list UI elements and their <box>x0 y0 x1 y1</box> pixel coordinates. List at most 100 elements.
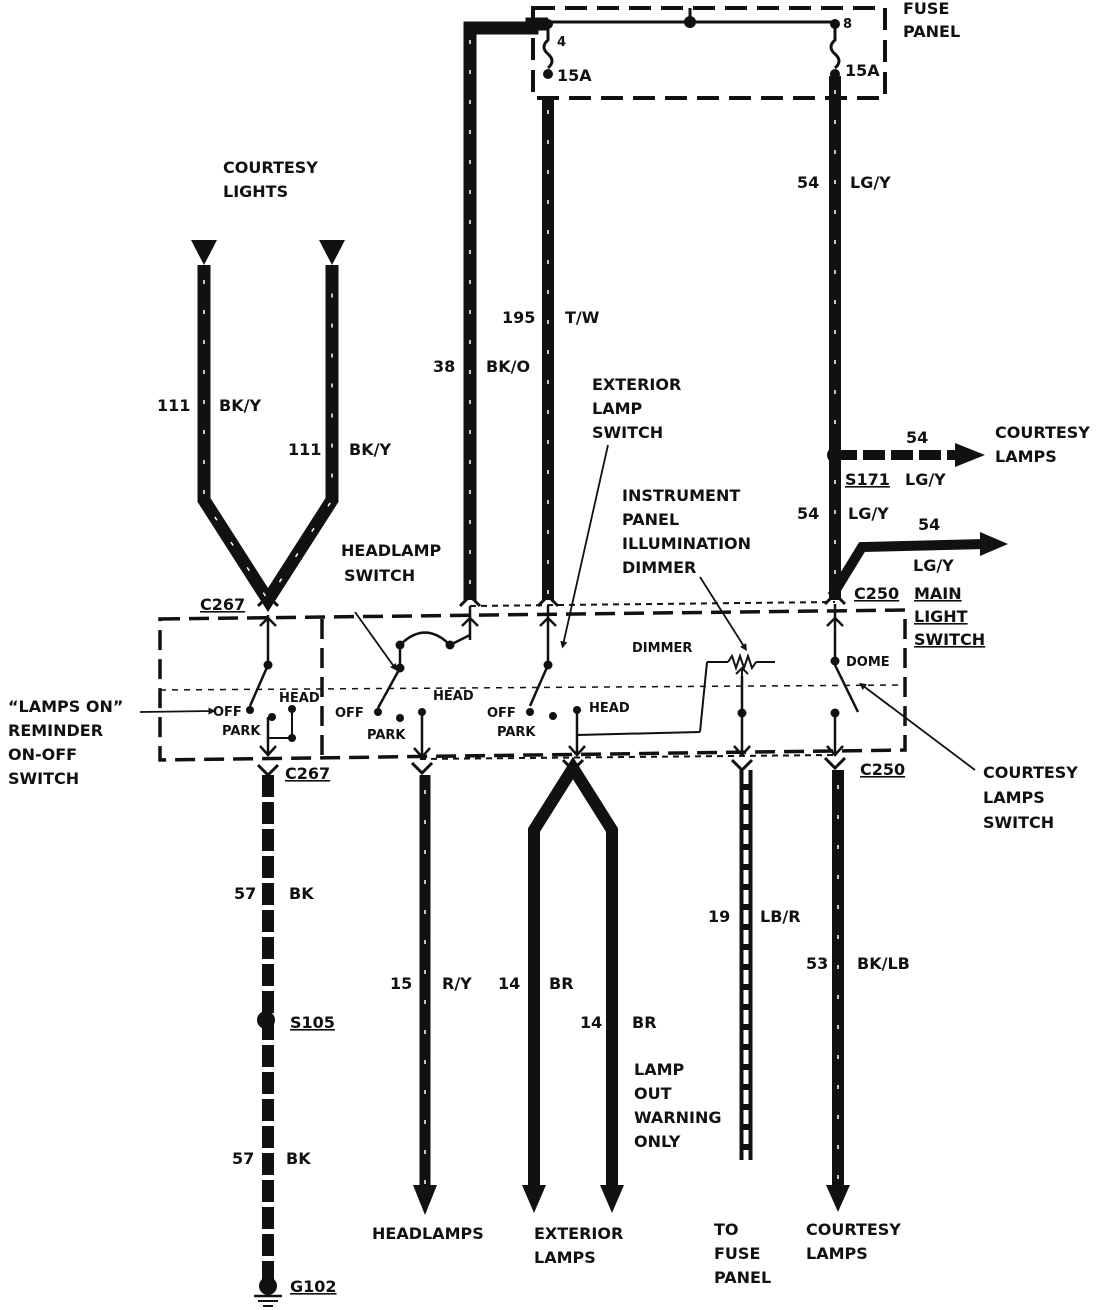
arrow-courtesy-light-right <box>319 240 345 265</box>
courtesy-lamps-switch-label-3: SWITCH <box>983 813 1054 832</box>
wire-111-right-number: 111 <box>288 440 321 459</box>
wire-54-c250-color: LG/Y <box>913 556 954 575</box>
main-light-switch-label-3: SWITCH <box>914 630 985 649</box>
pointer-lines <box>139 444 976 771</box>
fuse-panel-title-1: FUSE <box>903 0 949 18</box>
dest-courtesy-lamps-label-1: COURTESY <box>806 1220 901 1239</box>
splice-s105-label: S105 <box>290 1013 335 1032</box>
connector-c267-bottom-label: C267 <box>285 764 330 783</box>
lamps-on-reminder-label-2: REMINDER <box>8 721 103 740</box>
headlamp-park-label: PARK <box>367 728 406 743</box>
exterior-park-label: PARK <box>497 725 536 740</box>
wire-54-mid-color: LG/Y <box>848 504 889 523</box>
lamp-out-warning-label-3: WARNING <box>634 1108 722 1127</box>
wire-57-top-color: BK <box>289 884 314 903</box>
arrow-exterior-lamps-left <box>522 1185 546 1213</box>
ground-g102-label: G102 <box>290 1277 337 1296</box>
fuse-right-number: 8 <box>843 17 852 32</box>
dome-label: DOME <box>846 655 890 670</box>
main-light-switch-assembly <box>158 591 907 778</box>
wire-54-s171-color: LG/Y <box>905 470 946 489</box>
wire-19-color: LB/R <box>760 907 801 926</box>
dest-exterior-lamps-label-1: EXTERIOR <box>534 1224 623 1243</box>
main-light-switch-label-1: MAIN <box>914 584 962 603</box>
wire-111-left-color: BK/Y <box>219 396 261 415</box>
arrow-courtesy-lamps-bottom <box>826 1185 850 1212</box>
dest-exterior-lamps-label-2: LAMPS <box>534 1248 596 1267</box>
dest-headlamps-label: HEADLAMPS <box>372 1224 484 1243</box>
wire-54-s171-number: 54 <box>906 428 928 447</box>
lamps-on-reminder-label-4: SWITCH <box>8 769 79 788</box>
connector-c267-top-label: C267 <box>200 595 245 614</box>
headlamp-switch-label-2: SWITCH <box>344 566 415 585</box>
instrument-dimmer-label-3: ILLUMINATION <box>622 534 751 553</box>
instrument-dimmer-label-4: DIMMER <box>622 558 696 577</box>
courtesy-lamps-switch-label-1: COURTESY <box>983 763 1078 782</box>
fuse-panel: FUSE PANEL 4 15A 8 15A <box>531 0 960 100</box>
wire-14-right-color: BR <box>632 1013 657 1032</box>
wire-53-color: BK/LB <box>857 954 910 973</box>
splice-s105 <box>257 1011 275 1029</box>
wire-15-number: 15 <box>390 974 412 993</box>
wire-54-mid-number: 54 <box>797 504 819 523</box>
courtesy-lamps-s171-label-1: COURTESY <box>995 423 1090 442</box>
wire-53-number: 53 <box>806 954 828 973</box>
dest-courtesy-lamps-label-2: LAMPS <box>806 1244 868 1263</box>
exterior-head-label: HEAD <box>589 701 630 716</box>
dimmer-resistor <box>727 652 757 672</box>
wire-195-number: 195 <box>502 308 535 327</box>
connector-c250-top-label: C250 <box>854 584 899 603</box>
exterior-lamp-switch-label-2: LAMP <box>592 399 643 418</box>
wire-38-color: BK/O <box>486 357 530 376</box>
wire-111-pair <box>197 265 339 613</box>
courtesy-lamps-s171-label-2: LAMPS <box>995 447 1057 466</box>
headlamp-switch-label-1: HEADLAMP <box>341 541 441 560</box>
wire-111-right-color: BK/Y <box>349 440 391 459</box>
wire-15-color: R/Y <box>442 974 472 993</box>
wire-57-bottom-number: 57 <box>232 1149 254 1168</box>
reminder-park-label: PARK <box>222 724 261 739</box>
dimmer-label: DIMMER <box>632 641 692 656</box>
arrow-exterior-lamps-right <box>600 1185 624 1213</box>
splice-s171-label: S171 <box>845 470 890 489</box>
fuse-8-symbol <box>829 26 841 70</box>
lamp-out-warning-label-2: OUT <box>634 1084 672 1103</box>
lamps-on-reminder-label-3: ON-OFF <box>8 745 77 764</box>
fuse-left-rating: 15A <box>557 66 592 85</box>
courtesy-lights-label-2: LIGHTS <box>223 182 288 201</box>
wire-14-pair <box>528 756 618 1190</box>
fuse-right-rating: 15A <box>845 61 880 80</box>
dest-fuse-panel-label-1: TO <box>714 1220 739 1239</box>
instrument-dimmer-label-1: INSTRUMENT <box>622 486 740 505</box>
reminder-off-label: OFF <box>213 705 242 720</box>
wire-54-top-color: LG/Y <box>850 173 891 192</box>
headlamp-off-label: OFF <box>335 706 364 721</box>
wire-19-number: 19 <box>708 907 730 926</box>
courtesy-lights-label-1: COURTESY <box>223 158 318 177</box>
connector-c250-bottom-label: C250 <box>860 760 905 779</box>
dest-fuse-panel-label-3: PANEL <box>714 1268 771 1287</box>
lamps-on-reminder-label-1: “LAMPS ON” <box>8 697 123 716</box>
wire-14-left-number: 14 <box>498 974 520 993</box>
arrow-courtesy-lamps-s171 <box>955 443 985 467</box>
arrow-headlamps <box>413 1185 437 1215</box>
fuse-left-number: 4 <box>557 35 566 50</box>
ground-g102-icon <box>254 1277 282 1307</box>
wire-54-c250-number: 54 <box>918 515 940 534</box>
wire-14-right-number: 14 <box>580 1013 602 1032</box>
headlamp-head-label: HEAD <box>433 689 474 704</box>
main-light-switch-label-2: LIGHT <box>914 607 968 626</box>
exterior-lamp-switch-label-1: EXTERIOR <box>592 375 681 394</box>
wire-38-number: 38 <box>433 357 455 376</box>
wire-57-bottom-color: BK <box>286 1149 311 1168</box>
fuse-panel-title-2: PANEL <box>903 22 960 41</box>
courtesy-lamps-switch-label-2: LAMPS <box>983 788 1045 807</box>
arrow-courtesy-light-left <box>191 240 217 265</box>
wire-111-left-number: 111 <box>157 396 190 415</box>
arrow-54-c250 <box>980 532 1008 556</box>
wire-195-color: T/W <box>565 308 600 327</box>
wire-57-top-number: 57 <box>234 884 256 903</box>
dest-fuse-panel-label-2: FUSE <box>714 1244 760 1263</box>
